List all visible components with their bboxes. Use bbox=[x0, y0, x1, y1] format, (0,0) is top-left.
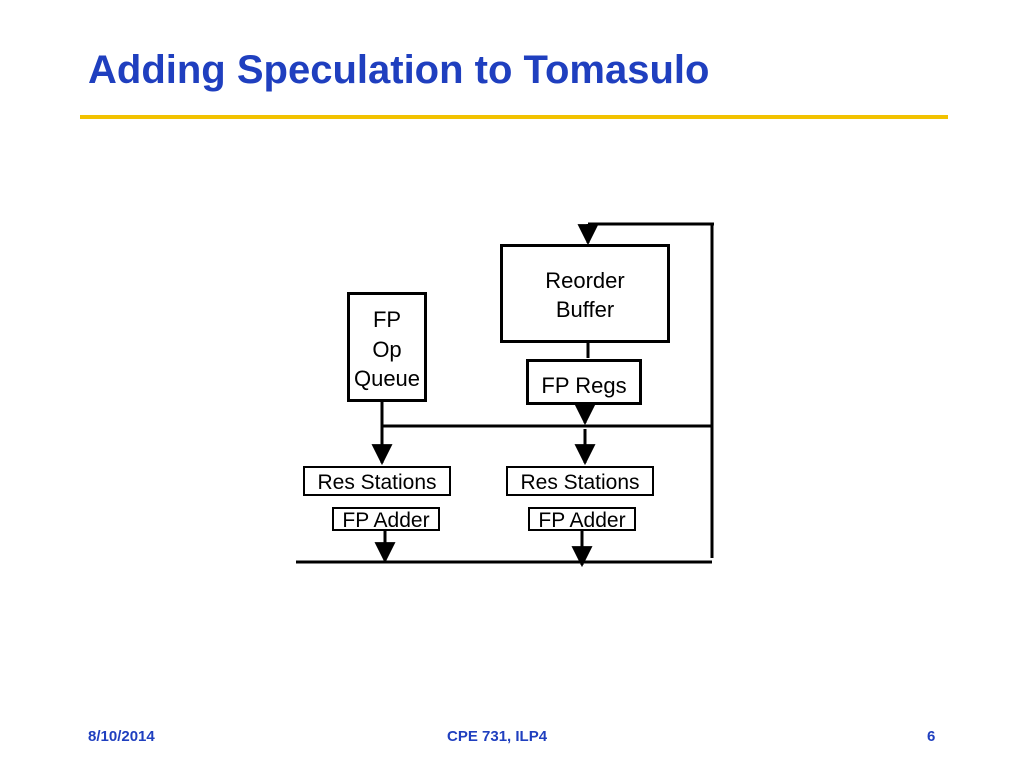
slide-title: Adding Speculation to Tomasulo bbox=[88, 48, 710, 92]
fp-op-queue-label-line2: Op bbox=[372, 336, 402, 362]
fp-op-queue-label-line3: Queue bbox=[353, 366, 421, 392]
right-res-stations-box: Res Stations bbox=[506, 466, 654, 496]
left-res-stations-box: Res Stations bbox=[303, 466, 451, 496]
reorder-buffer-label-line2: Buffer bbox=[555, 296, 615, 322]
right-fp-adder-box: FP Adder bbox=[528, 507, 636, 531]
fp-regs-label: FP Regs bbox=[541, 373, 627, 398]
footer-date: 8/10/2014 bbox=[88, 728, 155, 745]
footer-course: CPE 731, ILP4 bbox=[447, 728, 548, 745]
reorder-buffer-box: Reorder Buffer bbox=[500, 244, 670, 343]
footer-page-number: 6 bbox=[927, 728, 936, 745]
fp-op-queue-box: FP Op Queue bbox=[347, 292, 427, 402]
reorder-buffer-label-line1: Reorder bbox=[545, 268, 625, 293]
title-divider bbox=[80, 115, 948, 119]
fp-op-queue-label-line1: FP bbox=[372, 307, 402, 332]
left-fp-adder-box: FP Adder bbox=[332, 507, 440, 531]
fp-regs-box: FP Regs bbox=[526, 359, 642, 405]
